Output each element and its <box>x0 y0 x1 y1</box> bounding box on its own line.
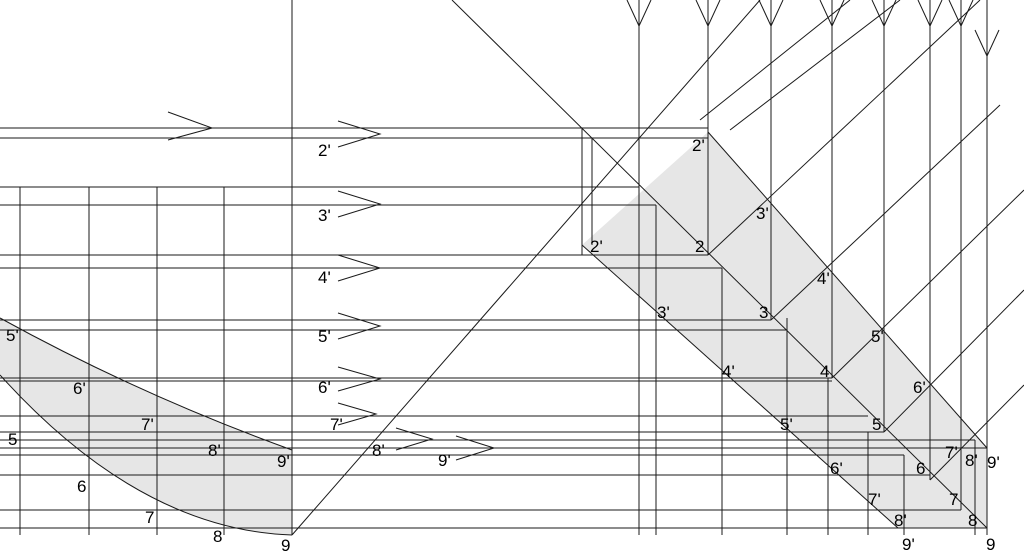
label-curve-5p: 5' <box>6 326 19 345</box>
label-band-inner-5p: 5' <box>780 415 793 434</box>
arrow-down-icon <box>758 0 784 28</box>
label-band-mid-9: 9 <box>986 535 995 554</box>
label-band-outer-5p: 5' <box>871 327 884 346</box>
horizontal-lines <box>0 127 987 529</box>
arrow-right-icon <box>395 427 434 451</box>
label-band-outer-7p: 7' <box>945 443 958 462</box>
upper-curve <box>0 317 293 451</box>
label-band-inner-6p: 6' <box>830 459 843 478</box>
label-band-mid-2: 2 <box>695 237 704 256</box>
label-left-3p: 3' <box>318 206 331 225</box>
label-band-mid-7: 7 <box>949 490 958 509</box>
arrow-right-icon <box>337 366 382 392</box>
label-curve-6: 6 <box>77 477 86 496</box>
point-labels: 2' 3' 4' 5' 6' 7' 8' 9' 5' 6' 7' 8' 9' 5… <box>6 136 1000 555</box>
label-left-5p: 5' <box>318 327 331 346</box>
label-left-8p: 8' <box>372 441 385 460</box>
label-curve-6p: 6' <box>73 379 86 398</box>
shaded-curve-band <box>0 318 292 535</box>
label-curve-8: 8 <box>213 527 222 546</box>
label-band-outer-3p: 3' <box>756 204 769 223</box>
label-left-9p: 9' <box>438 451 451 470</box>
label-band-mid-6: 6 <box>916 459 925 478</box>
label-band-outer-9p: 9' <box>987 453 1000 472</box>
arrow-down-icon <box>819 0 845 28</box>
label-left-6p: 6' <box>318 378 331 397</box>
label-left-7p: 7' <box>330 415 343 434</box>
label-band-mid-8: 8 <box>968 511 977 530</box>
label-curve-9p: 9' <box>277 452 290 471</box>
arrow-down-icon <box>871 0 897 28</box>
arrow-down-icon <box>626 0 652 28</box>
label-band-outer-4p: 4' <box>817 269 830 288</box>
arrow-down-icon <box>948 0 974 28</box>
lower-curve <box>0 374 293 536</box>
arrow-right-icon <box>337 190 382 218</box>
label-band-inner-3p: 3' <box>657 303 670 322</box>
arrow-down-icon <box>974 29 1000 58</box>
arrow-right-icon <box>337 120 382 148</box>
curves <box>0 317 293 536</box>
label-band-inner-7p: 7' <box>868 490 881 509</box>
label-band-mid-4: 4 <box>820 362 829 381</box>
arrow-down-icon <box>917 0 943 28</box>
label-curve-5: 5 <box>8 430 17 449</box>
arrow-right-icon <box>337 254 382 282</box>
label-band-inner-4p: 4' <box>722 362 735 381</box>
label-curve-8p: 8' <box>208 441 221 460</box>
arrow-right-icon <box>455 435 496 461</box>
label-band-outer-6p: 6' <box>913 378 926 397</box>
horizontal-arrows <box>167 111 496 461</box>
label-left-4p: 4' <box>318 268 331 287</box>
label-band-mid-5: 5 <box>872 415 881 434</box>
label-curve-7: 7 <box>145 508 154 527</box>
arrow-right-icon <box>167 111 214 141</box>
label-band-inner-9p: 9' <box>902 535 915 554</box>
label-band-inner-2p: 2' <box>590 237 603 256</box>
label-band-mid-3: 3 <box>759 303 768 322</box>
label-curve-9: 9 <box>281 536 290 555</box>
label-band-inner-8p: 8' <box>894 511 907 530</box>
label-band-outer-8p: 8' <box>965 451 978 470</box>
label-band-outer-2p: 2' <box>692 136 705 155</box>
diagonal-lines <box>291 0 1024 536</box>
arrow-right-icon <box>337 402 378 426</box>
label-curve-7p: 7' <box>141 415 154 434</box>
arrow-right-icon <box>337 312 382 340</box>
label-left-2p: 2' <box>318 141 331 160</box>
arrow-down-icon <box>695 0 721 28</box>
vertical-arrows <box>626 0 1000 58</box>
